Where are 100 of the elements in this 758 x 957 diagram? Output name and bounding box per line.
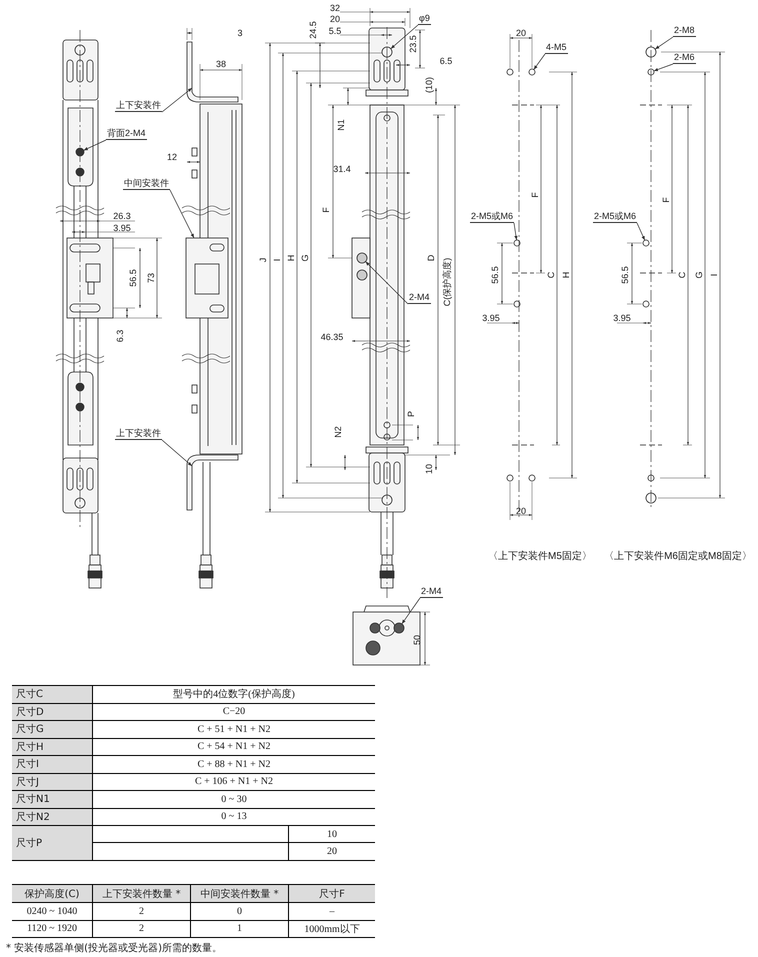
dimension-label: 46.35 bbox=[320, 332, 344, 342]
table-value: 0240 ~ 1040 bbox=[12, 903, 92, 920]
callout-label: 2-M8 bbox=[673, 25, 696, 37]
dimension-label: H bbox=[286, 254, 296, 262]
dimension-label: 56.5 bbox=[620, 266, 630, 284]
mounting-hole bbox=[514, 240, 520, 246]
dimension-label: N2 bbox=[333, 426, 343, 438]
table-value: 1000mm以下 bbox=[288, 920, 375, 938]
dimension-label: F bbox=[661, 197, 671, 203]
table-value: 2 bbox=[92, 920, 190, 938]
leader-line bbox=[514, 222, 518, 240]
table-value: – bbox=[288, 903, 375, 920]
leader-line bbox=[402, 598, 420, 624]
mounting-bracket bbox=[186, 42, 238, 102]
view-caption: 〈上下安装件M6固定或M8固定〉 bbox=[604, 551, 752, 563]
screw-head bbox=[76, 148, 84, 156]
dimension-label: F bbox=[321, 207, 331, 213]
dimension-label: 20 bbox=[330, 14, 340, 24]
dimension-label: 38 bbox=[216, 59, 226, 69]
leader-line bbox=[162, 88, 192, 112]
callout-label: φ9 bbox=[418, 13, 431, 25]
dimension-label: D bbox=[426, 254, 436, 262]
table-value: C + 106 + N1 + N2 bbox=[92, 774, 375, 791]
mounting-hole bbox=[646, 46, 656, 58]
dimension-label: 10 bbox=[424, 464, 434, 474]
table-value: 型号中的4位数字(保护高度) bbox=[92, 686, 375, 704]
dimension-label: (10) bbox=[424, 77, 434, 93]
callout-label: 2-M5或M6 bbox=[593, 211, 638, 223]
dimension-label: 31.4 bbox=[333, 164, 351, 174]
table-value: 0 ~ 30 bbox=[92, 791, 375, 808]
table-value: 1120 ~ 1920 bbox=[12, 920, 92, 938]
footnote: * 安装传感器单侧(投光器或受光器)所需的数量。 bbox=[6, 942, 222, 955]
table-value: 0 ~ 13 bbox=[92, 808, 375, 826]
column-header: 上下安装件数量 * bbox=[92, 885, 190, 903]
leader-line bbox=[162, 440, 192, 466]
dimension-label: 24.5 bbox=[308, 21, 318, 39]
dimension-label: C bbox=[546, 272, 556, 278]
table-value: 20 bbox=[288, 843, 375, 861]
row-header: 尺寸N2 bbox=[12, 808, 92, 826]
mounting-bracket bbox=[186, 454, 238, 510]
mounting-hole bbox=[648, 68, 654, 76]
dimension-label: 56.5 bbox=[490, 266, 500, 284]
mounting-hole bbox=[642, 240, 650, 246]
dimension-label: P bbox=[406, 411, 416, 417]
row-header: 尺寸H bbox=[12, 738, 92, 756]
mounting-hole bbox=[528, 68, 536, 76]
row-header: 尺寸C bbox=[12, 686, 92, 704]
table-value: C−20 bbox=[92, 704, 375, 721]
leader-line bbox=[170, 190, 194, 238]
dimension-label: 20 bbox=[516, 28, 526, 38]
leader-line bbox=[654, 36, 674, 50]
table-value: C + 54 + N1 + N2 bbox=[92, 738, 375, 756]
callout-label: 2-M4 bbox=[408, 292, 431, 304]
view-caption: 〈上下安装件M5固定〉 bbox=[488, 551, 592, 563]
leader-line bbox=[365, 261, 408, 304]
table-value: 2 bbox=[92, 903, 190, 920]
row-header: 尺寸P bbox=[12, 826, 92, 861]
dimension-label: 32 bbox=[330, 3, 340, 13]
dimension-label: 56.5 bbox=[128, 269, 138, 287]
row-header: 尺寸D bbox=[12, 704, 92, 721]
dimension-label: 26.3 bbox=[113, 211, 131, 221]
dimension-label: N1 bbox=[336, 119, 346, 131]
leader-line bbox=[83, 140, 106, 151]
dimension-label: 3.95 bbox=[613, 313, 631, 323]
dimension-label: I bbox=[272, 258, 282, 262]
leader-line bbox=[636, 222, 646, 241]
callout-label: 中间安装件 bbox=[123, 178, 170, 190]
table-value: C + 51 + N1 + N2 bbox=[92, 721, 375, 738]
callout-label: 4-M5 bbox=[545, 42, 568, 54]
dimension-label: 23.5 bbox=[408, 35, 418, 53]
dimension-label: G bbox=[694, 272, 704, 278]
dimension-label: 73 bbox=[146, 273, 156, 283]
dimension-label: 6.5 bbox=[440, 56, 452, 66]
callout-label: 上下安装件 bbox=[115, 428, 162, 440]
table-value: 10 bbox=[288, 826, 375, 843]
callout-label: 2-M5或M6 bbox=[470, 211, 514, 223]
row-header: 尺寸I bbox=[12, 756, 92, 774]
row-header: 尺寸G bbox=[12, 721, 92, 738]
dimension-label: 3.95 bbox=[482, 313, 500, 323]
dimension-label: G bbox=[300, 254, 310, 262]
callout-label: 上下安装件 bbox=[115, 100, 162, 112]
dimension-label: 5.5 bbox=[328, 26, 342, 36]
table-value: 0 bbox=[190, 903, 288, 920]
callout-label: 2-M4 bbox=[420, 586, 443, 598]
dimension-label: 50 bbox=[412, 635, 422, 645]
dimension-label: C(保护高度) bbox=[442, 258, 452, 306]
table-value: 1 bbox=[190, 920, 288, 938]
callout-label: 背面2-M4 bbox=[106, 128, 147, 140]
table-value: C + 88 + N1 + N2 bbox=[92, 756, 375, 774]
dimension-label: I bbox=[709, 274, 719, 276]
dimension-label: J bbox=[258, 258, 268, 262]
dimension-label: H bbox=[561, 272, 571, 278]
column-header: 保护高度(C) bbox=[12, 885, 92, 903]
row-header: 尺寸J bbox=[12, 774, 92, 791]
leader-line bbox=[533, 54, 546, 70]
dimension-label: 6.3 bbox=[115, 330, 125, 342]
callout-label: 2-M6 bbox=[673, 52, 696, 64]
leader-line bbox=[653, 64, 674, 72]
dimension-label: 3 bbox=[238, 28, 242, 38]
column-header: 中间安装件数量 * bbox=[190, 885, 288, 903]
